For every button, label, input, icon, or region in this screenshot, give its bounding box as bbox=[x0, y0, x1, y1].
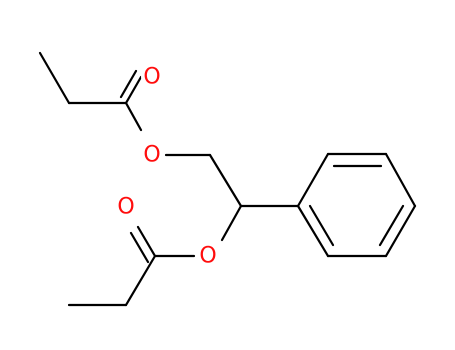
atom-label-background bbox=[197, 245, 219, 267]
atom-label-layer: O O O O bbox=[115, 65, 219, 269]
bond-12 bbox=[129, 231, 150, 264]
atom-o1: O bbox=[141, 65, 163, 90]
atom-symbol-o4: O bbox=[199, 244, 216, 269]
bond-4 bbox=[119, 69, 138, 99]
atom-label-background bbox=[115, 196, 137, 218]
bond-7 bbox=[208, 153, 243, 208]
bond-23 bbox=[308, 204, 335, 247]
bond-11 bbox=[136, 225, 157, 258]
atom-o3: O bbox=[115, 195, 137, 220]
bond-17 bbox=[384, 152, 417, 208]
atom-label-background bbox=[141, 66, 163, 88]
atom-symbol-o3: O bbox=[117, 195, 134, 220]
atom-symbol-o2: O bbox=[143, 143, 160, 168]
bond-20 bbox=[296, 204, 330, 258]
atom-o2: O bbox=[141, 143, 163, 168]
bond-22 bbox=[378, 204, 405, 247]
bond-9 bbox=[220, 204, 243, 242]
atom-o4: O bbox=[197, 244, 219, 269]
bond-5 bbox=[124, 101, 143, 132]
bond-3 bbox=[124, 75, 143, 105]
bond-18 bbox=[384, 204, 417, 258]
atom-symbol-o1: O bbox=[143, 65, 160, 90]
bond-15 bbox=[296, 152, 330, 208]
bond-13 bbox=[124, 254, 157, 307]
bond-1 bbox=[38, 51, 71, 105]
bond-layer bbox=[38, 51, 417, 307]
atom-label-background bbox=[141, 144, 163, 166]
